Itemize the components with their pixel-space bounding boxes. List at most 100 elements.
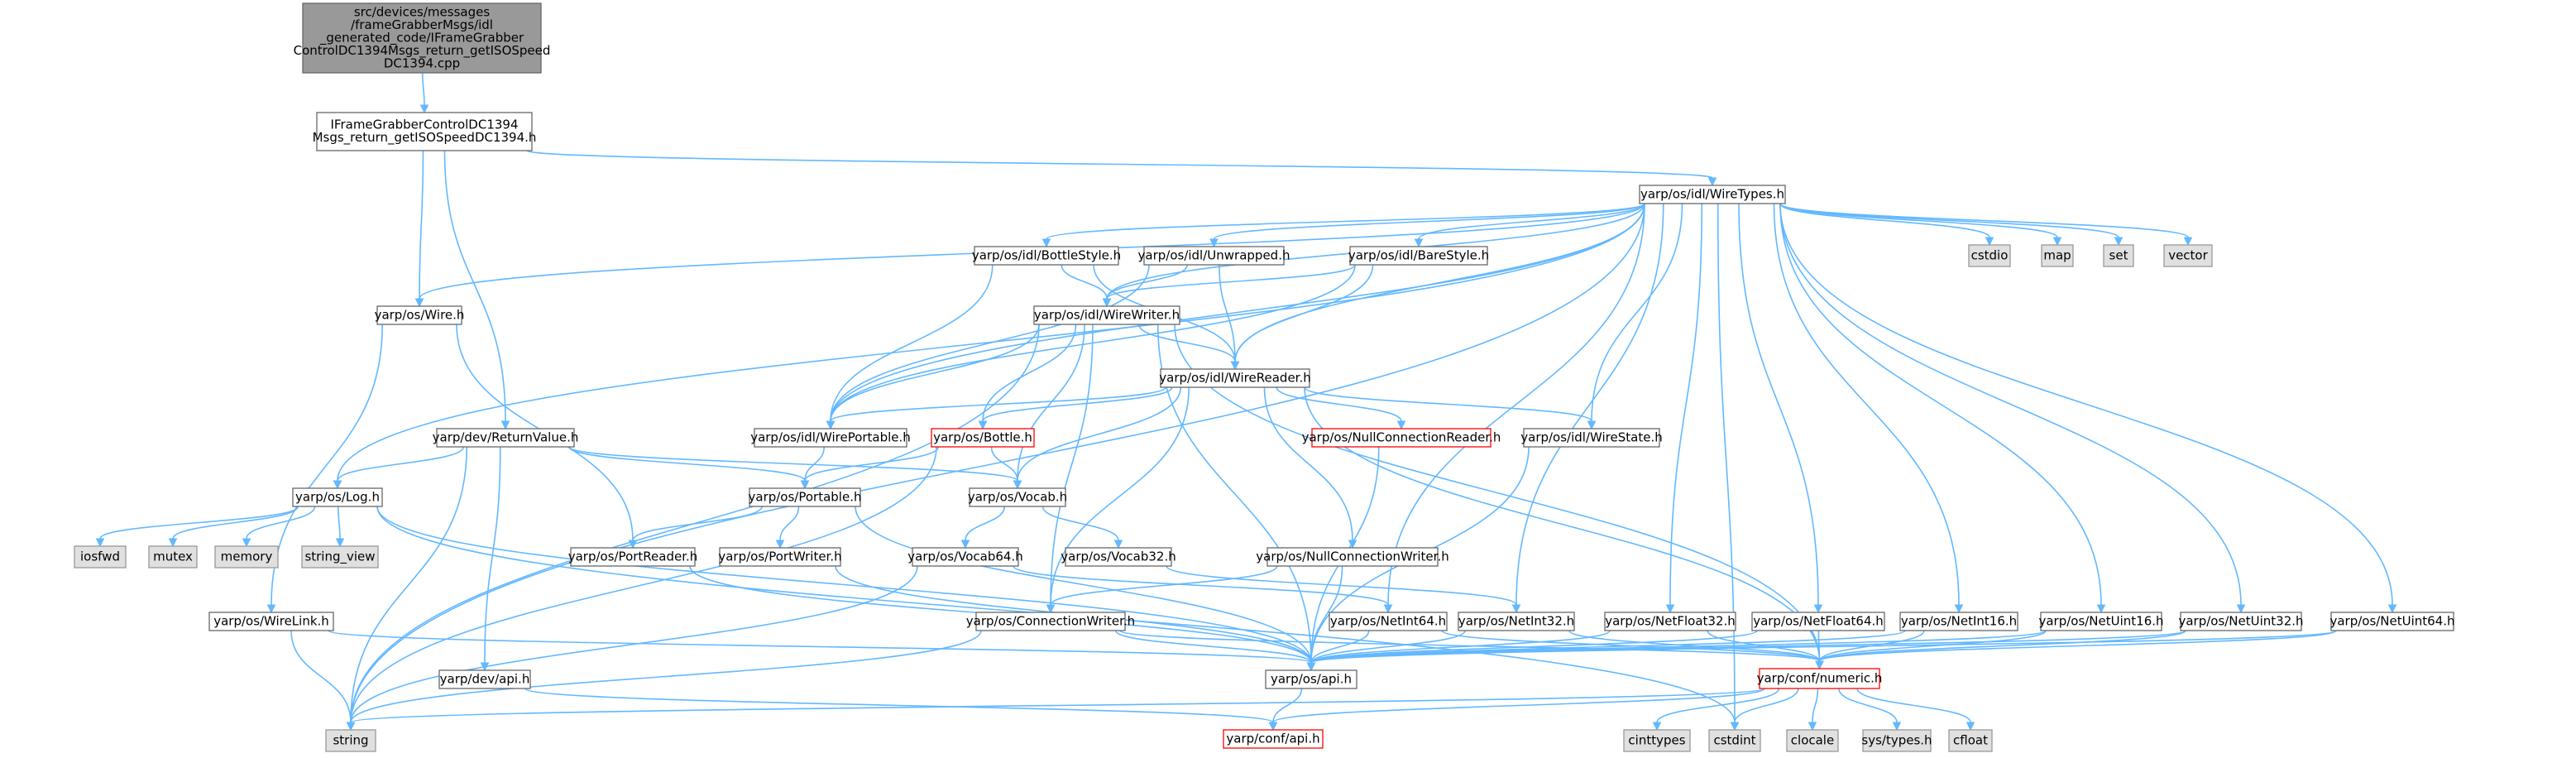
graph-node-wirewriter[interactable]: yarp/os/idl/WireWriter.h — [1033, 305, 1180, 325]
edge-arrowhead — [628, 540, 638, 549]
node-box — [1143, 246, 1285, 266]
node-label: yarp/os/Vocab64.h — [907, 549, 1022, 564]
node-label: yarp/os/PortWriter.h — [718, 549, 841, 564]
edge-bottlestyle-to-wirewriter — [1061, 264, 1112, 308]
graph-node-wiretypes[interactable]: yarp/os/idl/WireTypes.h — [1639, 185, 1786, 204]
graph-node-netuint16[interactable]: yarp/os/NetUint16.h — [2038, 612, 2164, 631]
node-box — [325, 729, 376, 752]
edge-log-to-mutex — [168, 506, 299, 548]
graph-node-vocab32[interactable]: yarp/os/Vocab32.h — [1061, 547, 1176, 567]
graph-node-portreader[interactable]: yarp/os/PortReader.h — [568, 547, 698, 567]
edge-line — [1050, 565, 1278, 606]
graph-node-netint16[interactable]: yarp/os/NetInt16.h — [1899, 612, 2018, 631]
graph-node-netuint32[interactable]: yarp/os/NetUint32.h — [2178, 612, 2304, 631]
edge-line — [1669, 203, 1703, 606]
graph-node-connwriter[interactable]: yarp/os/ConnectionWriter.h — [966, 612, 1135, 631]
node-box — [1751, 612, 1885, 631]
edge-wirelink-to-string — [290, 630, 356, 732]
edge-arrowhead — [1013, 480, 1022, 490]
graph-node-root[interactable]: src/devices/messages/frameGrabberMsgs/id… — [294, 2, 551, 74]
edge-line — [830, 264, 1150, 422]
edge-line — [1734, 688, 1799, 723]
edge-line — [1310, 630, 1611, 664]
node-label: DC1394.cpp — [384, 55, 460, 70]
edge-arrowhead — [1102, 298, 1112, 308]
graph-node-confapi[interactable]: yarp/conf/api.h — [1223, 729, 1324, 749]
node-box — [1033, 305, 1180, 325]
graph-node-clocale: clocale — [1786, 729, 1839, 752]
node-box — [1948, 729, 1993, 752]
graph-node-vocab64[interactable]: yarp/os/Vocab64.h — [907, 547, 1023, 567]
edge-arrowhead — [1511, 604, 1521, 614]
edge-line — [337, 506, 341, 540]
edge-line — [1717, 203, 1736, 723]
node-box — [316, 112, 533, 151]
graph-node-wirereader[interactable]: yarp/os/idl/WireReader.h — [1159, 368, 1311, 388]
edge-arrowhead — [333, 480, 342, 490]
edge-line — [965, 506, 1006, 541]
graph-node-bottlestyle[interactable]: yarp/os/idl/BottleStyle.h — [972, 246, 1121, 266]
graph-node-wirelink[interactable]: yarp/os/WireLink.h — [208, 612, 334, 631]
edge-arrowhead — [1046, 604, 1056, 614]
node-box — [2330, 612, 2454, 631]
graph-node-netfloat32[interactable]: yarp/os/NetFloat32.h — [1604, 612, 1736, 631]
edge-arrowhead — [1209, 238, 1219, 248]
edge-portable-to-portwriter — [775, 506, 800, 549]
edge-line — [1114, 630, 1312, 664]
graph-node-netfloat64[interactable]: yarp/os/NetFloat64.h — [1751, 612, 1885, 631]
graph-node-set: set — [2103, 244, 2134, 267]
edge-returnvalue-to-vocab — [568, 446, 1022, 490]
node-box — [1265, 669, 1357, 689]
graph-node-vocab[interactable]: yarp/os/Vocab.h — [968, 487, 1067, 507]
graph-node-log[interactable]: yarp/os/Log.h — [292, 487, 383, 507]
graph-node-unwrapped[interactable]: yarp/os/idl/Unwrapped.h — [1138, 246, 1290, 266]
node-label: IFrameGrabberControlDC1394 — [331, 118, 519, 132]
edge-arrowhead — [500, 420, 510, 430]
graph-node-iosfwd: iosfwd — [74, 545, 127, 568]
graph-node-bottle[interactable]: yarp/os/Bottle.h — [931, 428, 1035, 448]
node-label: ControlDC1394Msgs_return_getISOSpeed — [294, 43, 551, 59]
edge-wiretypes-to-netint32 — [1511, 203, 1664, 614]
graph-node-portable[interactable]: yarp/os/Portable.h — [749, 487, 862, 507]
edge-arrowhead — [266, 604, 276, 614]
graph-node-numeric[interactable]: yarp/conf/numeric.h — [1757, 668, 1883, 689]
graph-node-barestyle[interactable]: yarp/os/idl/BareStyle.h — [1348, 246, 1489, 266]
edge-line — [568, 446, 1018, 482]
edge-line — [1818, 630, 2047, 662]
graph-node-wirestate[interactable]: yarp/os/idl/WireState.h — [1520, 428, 1663, 448]
edge-line — [1310, 630, 1906, 664]
edge-line — [1310, 630, 1466, 664]
graph-node-osapi[interactable]: yarp/os/api.h — [1265, 669, 1357, 689]
edge-line — [1041, 506, 1119, 541]
edge-wirereader-to-wireportable — [826, 386, 1166, 430]
graph-node-netint32[interactable]: yarp/os/NetInt32.h — [1458, 612, 1575, 631]
node-box — [1759, 668, 1880, 689]
graph-node-wire[interactable]: yarp/os/Wire.h — [375, 305, 465, 325]
node-label: yarp/os/NetInt16.h — [1901, 613, 2017, 628]
graph-node-ifg[interactable]: IFrameGrabberControlDC1394Msgs_return_ge… — [313, 112, 537, 151]
node-label: memory — [221, 549, 273, 564]
edge-line — [350, 565, 918, 723]
node-box — [1523, 428, 1660, 448]
node-label: /frameGrabberMsgs/idl — [351, 17, 493, 32]
edge-line — [632, 506, 763, 541]
edge-line — [443, 150, 506, 422]
edge-line — [419, 150, 424, 300]
edge-arrowhead — [960, 540, 970, 549]
graph-node-netuint64[interactable]: yarp/os/NetUint64.h — [2329, 612, 2455, 631]
edge-line — [568, 446, 806, 482]
graph-node-devapi[interactable]: yarp/dev/api.h — [438, 669, 531, 689]
edge-nullconnwriter-to-connwriter — [1046, 565, 1278, 614]
graph-node-nullconnreader[interactable]: yarp/os/NullConnectionReader.h — [1302, 428, 1501, 448]
edge-arrowhead — [800, 480, 810, 490]
graph-node-netint64[interactable]: yarp/os/NetInt64.h — [1329, 612, 1448, 631]
edge-line — [1738, 203, 1819, 606]
graph-node-returnvalue[interactable]: yarp/dev/ReturnValue.h — [433, 428, 579, 448]
edge-netuint64-to-osapi — [1306, 630, 2337, 672]
edge-line — [1219, 264, 1236, 362]
graph-node-nullconnwriter[interactable]: yarp/os/NullConnectionWriter.h — [1256, 547, 1449, 567]
edge-arrowhead — [826, 420, 836, 430]
graph-node-portwriter[interactable]: yarp/os/PortWriter.h — [718, 547, 842, 567]
graph-node-wireportable[interactable]: yarp/os/idl/WirePortable.h — [750, 428, 911, 448]
node-box — [2180, 612, 2302, 631]
